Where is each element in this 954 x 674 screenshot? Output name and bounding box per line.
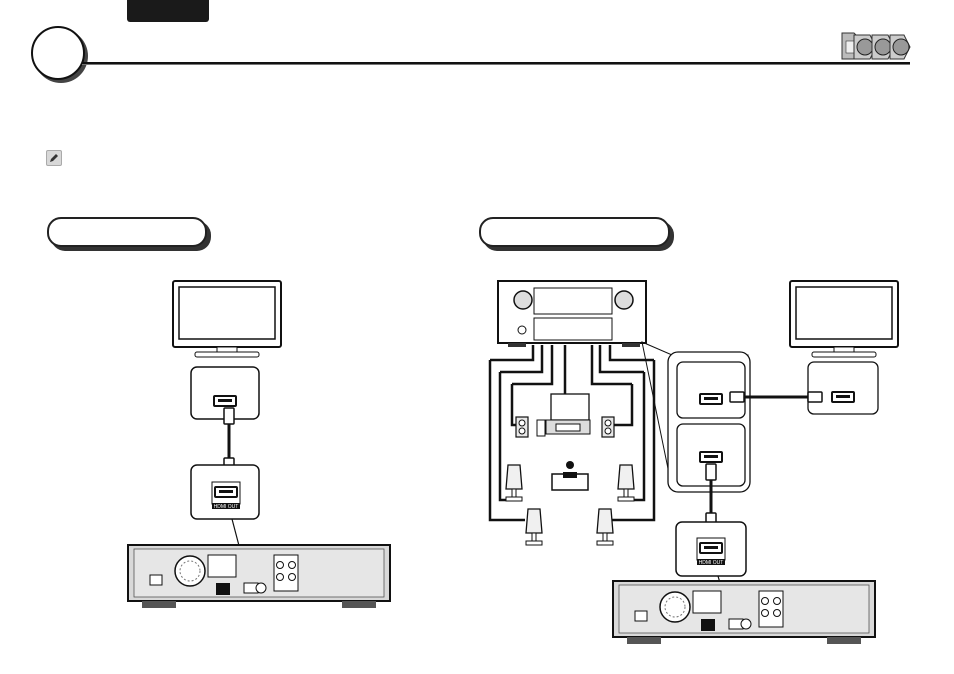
- pencil-note-icon: [46, 150, 62, 166]
- disc-icon[interactable]: [889, 34, 911, 60]
- right-tv-hdmi-panel: [807, 361, 879, 415]
- receiver-hdmi-callout: [641, 341, 751, 493]
- header-rule: [82, 62, 910, 64]
- monitor-hdmi-cable: [729, 391, 823, 403]
- language-tab[interactable]: [127, 0, 209, 22]
- input-hdmi-cable: [705, 463, 717, 530]
- left-hdmi-cable: [223, 407, 235, 475]
- speaker-wires: [488, 345, 656, 522]
- disc-icon[interactable]: [853, 34, 877, 60]
- section-badge: [31, 26, 85, 80]
- listening-room: [505, 393, 635, 546]
- right-bd-player: [612, 580, 876, 645]
- left-bd-player: [127, 544, 391, 609]
- right-player-port-label: HDMI OUT: [699, 560, 724, 566]
- right-player-hdmi-panel: HDMI OUT: [675, 521, 747, 619]
- right-tv: [789, 280, 899, 358]
- right-diagram-heading: [479, 217, 670, 247]
- page-nav: [841, 32, 911, 60]
- av-receiver: [497, 280, 647, 347]
- left-tv: [172, 280, 282, 358]
- left-player-hdmi-panel: HDMI OUT: [190, 464, 260, 581]
- left-diagram-heading: [47, 217, 207, 247]
- left-player-port-label: HDMI OUT: [214, 504, 239, 510]
- header-rule-shadow: [82, 64, 910, 65]
